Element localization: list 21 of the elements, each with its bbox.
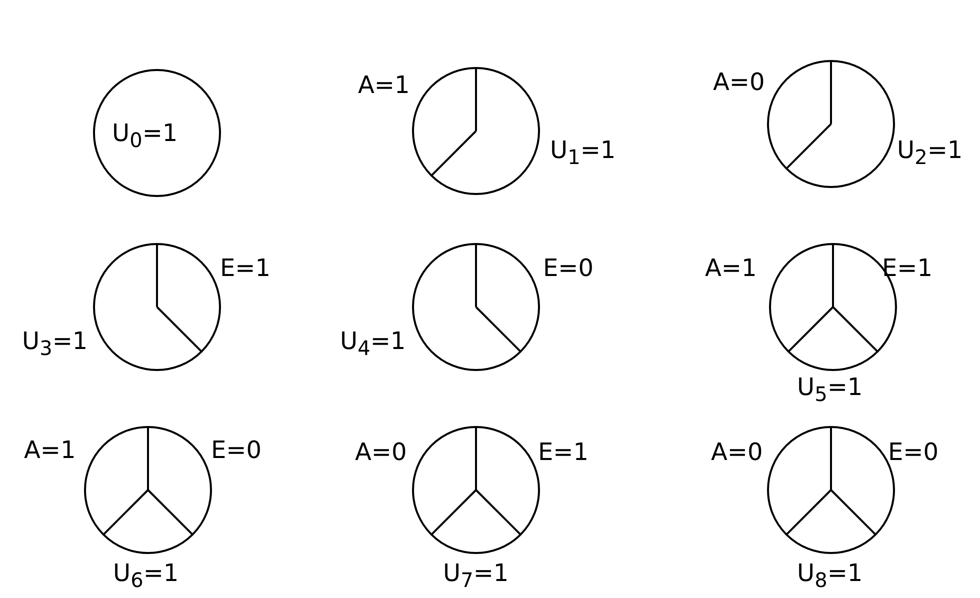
value-label: A=0: [713, 67, 765, 97]
value-label: U$_{5}$=1: [797, 372, 863, 408]
value-label: E=0: [888, 437, 939, 467]
value-label: U$_{6}$=1: [113, 558, 179, 594]
value-label: E=1: [220, 253, 271, 283]
value-label: U$_{0}$=1: [112, 118, 178, 154]
value-label: A=1: [705, 253, 757, 283]
value-label: U$_{4}$=1: [340, 326, 406, 362]
value-label: U$_{2}$=1: [897, 135, 963, 171]
value-label: E=0: [211, 435, 262, 465]
value-label: A=1: [358, 70, 410, 100]
value-label: U$_{7}$=1: [443, 558, 509, 594]
value-label: A=0: [355, 437, 407, 467]
value-label: A=0: [711, 437, 763, 467]
value-label: U$_{1}$=1: [550, 135, 616, 171]
value-label: E=1: [882, 253, 933, 283]
value-label: E=0: [543, 253, 594, 283]
value-label: U$_{8}$=1: [797, 558, 863, 594]
value-label: A=1: [24, 435, 76, 465]
value-label: E=1: [538, 437, 589, 467]
value-label: U$_{3}$=1: [22, 326, 88, 362]
